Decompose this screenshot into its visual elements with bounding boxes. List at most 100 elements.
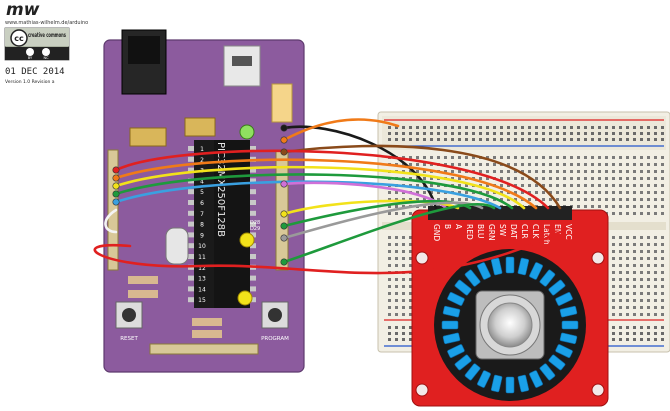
jumper-wire bbox=[282, 199, 460, 216]
led-segment bbox=[454, 354, 472, 371]
led-segment bbox=[442, 332, 461, 345]
led-segment bbox=[447, 292, 465, 306]
left-pin-header bbox=[107, 149, 119, 271]
led-segment bbox=[464, 363, 481, 381]
led-ring bbox=[441, 256, 579, 394]
encoder-pin-label: B bbox=[443, 224, 452, 229]
jumper-wire bbox=[114, 165, 526, 210]
mcu-chip: PIC32MX250F128B bbox=[188, 140, 256, 308]
date-label: 01 DEC 2014 bbox=[5, 67, 65, 77]
program-label: PROGRAM bbox=[261, 336, 289, 342]
led-segment bbox=[505, 256, 515, 274]
reset-button[interactable] bbox=[115, 301, 143, 329]
reset-label: RESET bbox=[120, 336, 138, 342]
wire-end bbox=[280, 136, 288, 144]
capacitor bbox=[129, 127, 167, 147]
wires bbox=[93, 118, 562, 275]
chip-pin-number: 4 bbox=[200, 178, 204, 185]
led-segment bbox=[477, 262, 491, 280]
wire-end bbox=[280, 258, 288, 266]
encoder-pin-label: BLU bbox=[476, 224, 485, 238]
wire-end bbox=[280, 180, 288, 188]
logo: mw bbox=[6, 0, 40, 20]
led-segment bbox=[548, 279, 566, 296]
chip-pin-number: 5 bbox=[200, 189, 204, 196]
chip-pin-number: 7 bbox=[200, 211, 204, 218]
wire-end bbox=[280, 222, 288, 230]
jumper-wire bbox=[282, 202, 496, 264]
chip-pin-number: 6 bbox=[200, 200, 204, 207]
chip-pin-number: 15 bbox=[198, 297, 206, 304]
rotary-knob bbox=[475, 290, 545, 360]
program-button[interactable] bbox=[261, 301, 289, 329]
chip-pin-number: 1 bbox=[200, 146, 204, 153]
wire-end bbox=[112, 174, 120, 182]
jumper-wire bbox=[282, 144, 562, 210]
encoder-pin-label: A bbox=[454, 224, 463, 230]
encoder-pin-label: CLR bbox=[520, 224, 529, 239]
jumper-wire bbox=[282, 201, 484, 240]
logo-text: mw bbox=[6, 0, 40, 20]
cc-license-badge: cc creative commons BY NC bbox=[4, 27, 70, 61]
encoder-pin-label: EN bbox=[553, 224, 562, 234]
chip-pin-number: 9 bbox=[200, 232, 204, 239]
cc-icon bbox=[10, 29, 28, 47]
chip-label: PIC32MX250F128B bbox=[215, 142, 226, 237]
svg-text:cc: cc bbox=[14, 34, 24, 43]
status-led bbox=[239, 232, 255, 248]
nc-icon bbox=[42, 48, 50, 56]
led-segment bbox=[529, 262, 543, 280]
top-pin-header bbox=[271, 83, 293, 123]
power-led bbox=[239, 124, 255, 140]
status-led bbox=[237, 290, 253, 306]
crystal bbox=[165, 227, 189, 265]
led-segment bbox=[559, 305, 578, 318]
chip-pin-number: 12 bbox=[198, 265, 206, 272]
led-segment bbox=[517, 374, 530, 393]
encoder-pin-label: GND bbox=[432, 224, 441, 241]
led-segment bbox=[441, 320, 459, 330]
led-segment bbox=[442, 305, 461, 318]
site-url: www.mathias-wilhelm.de/arduino bbox=[5, 20, 88, 26]
wire-end bbox=[280, 148, 288, 156]
encoder-pin-label: Latch bbox=[542, 224, 551, 245]
mid-label-0: D28 bbox=[250, 220, 260, 226]
chip-pin-number: 2 bbox=[200, 157, 204, 164]
mcu-board: PIC32MX250F128B RESET PROGRAM D28 D2 bbox=[103, 29, 305, 373]
led-segment bbox=[559, 332, 578, 345]
bottom-pin-header bbox=[149, 343, 259, 355]
by-icon bbox=[26, 48, 34, 56]
cc-name: creative commons bbox=[28, 32, 66, 39]
jumper-wire bbox=[104, 208, 118, 234]
led-segment bbox=[539, 363, 556, 381]
led-segment bbox=[490, 257, 503, 276]
resistor-array bbox=[128, 276, 222, 338]
jumper-wire bbox=[114, 173, 514, 210]
led-segment bbox=[555, 292, 573, 306]
chip-pin-number: 10 bbox=[198, 243, 206, 250]
wire-end bbox=[280, 210, 288, 218]
encoder-pin-header bbox=[428, 206, 572, 220]
led-segment bbox=[555, 344, 573, 358]
led-segment bbox=[548, 354, 566, 371]
led-segment bbox=[447, 344, 465, 358]
encoder-pin-label: RED bbox=[465, 224, 474, 240]
wire-end bbox=[280, 124, 288, 132]
svg-text:BY: BY bbox=[28, 56, 33, 60]
svg-text:NC: NC bbox=[43, 56, 49, 60]
mid-label-1: D29 bbox=[250, 226, 260, 232]
jumper-wire bbox=[114, 149, 550, 210]
usb-connector bbox=[223, 45, 261, 87]
led-segment bbox=[517, 257, 530, 276]
encoder-pin-label: GRN bbox=[487, 224, 496, 241]
encoder-pin-label: CLK bbox=[531, 224, 540, 239]
wire-end bbox=[112, 166, 120, 174]
jumper-wire bbox=[114, 158, 538, 210]
led-segment bbox=[454, 279, 472, 296]
jumper-wire bbox=[93, 230, 562, 275]
led-segment bbox=[505, 376, 515, 394]
wire-end bbox=[280, 234, 288, 242]
